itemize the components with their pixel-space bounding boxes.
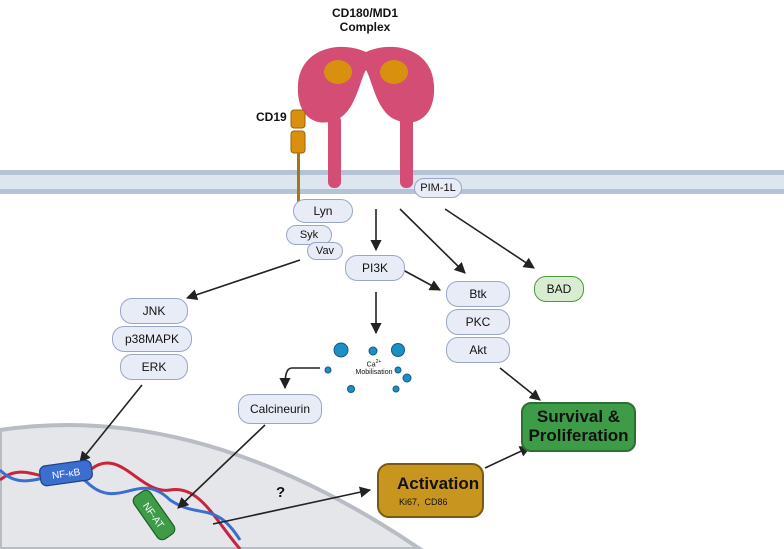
cd19-receptor	[290, 109, 306, 205]
arrow-calcineurin-to-nfat	[177, 424, 266, 509]
node-calcineurin: Calcineurin	[238, 394, 322, 424]
arrow-to-bad	[444, 208, 535, 269]
node-vav: Vav	[307, 242, 343, 260]
node-akt: Akt	[446, 337, 510, 363]
survival-proliferation-box: Survival & Proliferation	[521, 402, 636, 452]
arrow-calcium-to-calcineurin	[279, 367, 320, 390]
complex-title: CD180/MD1 Complex	[318, 6, 412, 34]
cd19-label: CD19	[256, 110, 287, 124]
arrow-activation-to-survival	[484, 446, 532, 469]
node-p38mapk: p38MAPK	[112, 326, 192, 352]
survival-line2: Proliferation	[528, 426, 629, 445]
arrow-pi3k-to-btk	[402, 269, 441, 291]
node-pim1l: PIM-1L	[414, 178, 462, 198]
arrow-to-btk	[399, 208, 466, 274]
activation-markers: Ki67, CD86	[399, 497, 448, 507]
calcium-charge: 2+	[375, 359, 382, 365]
activation-title: Activation	[397, 474, 480, 493]
node-pkc: PKC	[446, 309, 510, 335]
arrow-to-activation	[212, 486, 372, 525]
node-lyn: Lyn	[293, 199, 353, 223]
calcium-ions	[324, 342, 412, 393]
node-jnk: JNK	[120, 298, 188, 324]
nfkb-label: NF-κB	[51, 467, 81, 482]
activation-box	[377, 463, 484, 518]
arrows	[79, 208, 541, 525]
calcium-symbol: Ca	[366, 361, 376, 369]
node-btk: Btk	[446, 281, 510, 307]
node-pi3k: PI3K	[345, 255, 405, 281]
nucleus	[0, 423, 424, 549]
survival-line1: Survival &	[536, 407, 621, 427]
question-mark: ?	[276, 484, 286, 501]
calcium-mobilisation-text: Mobilisation	[355, 369, 393, 377]
complex-title-line2: Complex	[339, 20, 391, 34]
arrow-akt-to-survival	[499, 367, 541, 401]
cd180-md1-receptor	[297, 46, 435, 188]
nfkb-badge: NF-κB	[39, 459, 93, 487]
cell-membrane	[0, 170, 784, 194]
arrow-vav-to-jnk	[185, 259, 301, 301]
arrow-erk-to-nfkb	[79, 384, 143, 463]
complex-title-line1: CD180/MD1	[331, 6, 399, 20]
node-bad: BAD	[534, 276, 584, 302]
node-erk: ERK	[120, 354, 188, 380]
calcium-label: Ca2+ Mobilisation	[339, 358, 409, 377]
calcium-ion-text: Ca2+	[339, 358, 409, 369]
